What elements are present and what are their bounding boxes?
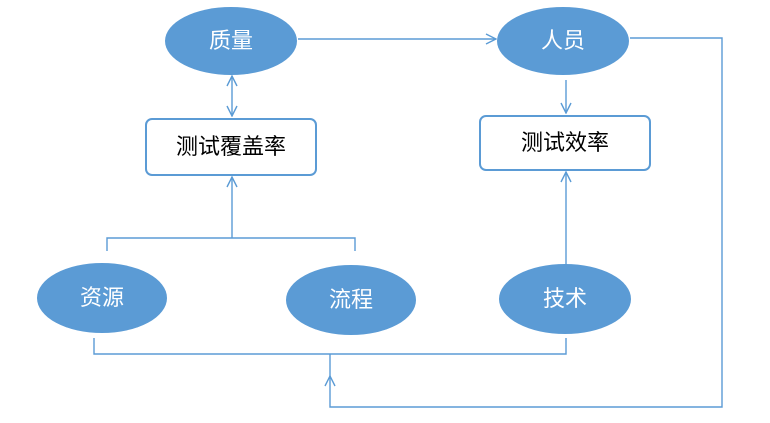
node-resources-label: 资源 <box>80 286 124 311</box>
node-test-coverage-label: 测试覆盖率 <box>176 135 286 160</box>
node-technology: 技术 <box>499 264 631 334</box>
node-personnel: 人员 <box>497 7 629 75</box>
node-test-efficiency: 测试效率 <box>479 115 651 171</box>
bottom-bracket <box>93 338 567 355</box>
node-quality: 质量 <box>165 7 297 75</box>
node-technology-label: 技术 <box>543 287 587 312</box>
node-process: 流程 <box>286 265 416 335</box>
node-test-efficiency-label: 测试效率 <box>521 131 609 156</box>
node-quality-label: 质量 <box>209 29 253 54</box>
personnel-feedback-line <box>330 37 723 408</box>
connectors <box>93 37 723 408</box>
node-process-label: 流程 <box>329 288 373 313</box>
node-personnel-label: 人员 <box>541 29 585 54</box>
node-resources: 资源 <box>37 263 167 333</box>
resources-process-bracket <box>106 237 356 251</box>
node-test-coverage: 测试覆盖率 <box>145 118 317 176</box>
